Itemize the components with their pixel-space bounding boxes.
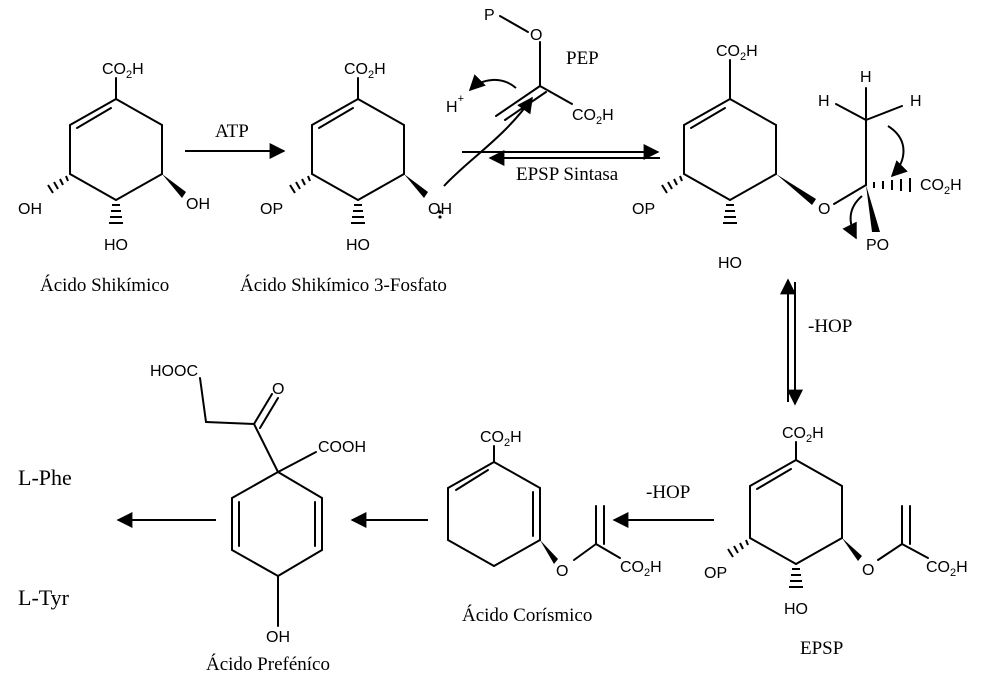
curved-arrow-nucleophile (443, 96, 533, 187)
hydroxyl-label: HO (784, 601, 808, 618)
hash-bond (289, 175, 365, 224)
hash-bond (47, 175, 123, 224)
shikimic-acid-structure (47, 77, 186, 224)
hydrogen-label: H (860, 69, 872, 86)
carboxyl-label: COOH (318, 439, 366, 456)
enzyme-epsp-synthase: EPSP Sintasa (516, 164, 619, 185)
phosphate-label: OP (632, 201, 655, 218)
carboxyl-label: CO2H (344, 61, 386, 81)
ketone-oxygen-label: O (272, 381, 284, 398)
carboxyl-label: CO2H (102, 61, 144, 81)
phosphate-label: OP (704, 565, 727, 582)
compound-name-pep: PEP (566, 48, 599, 69)
hydroxyl-label: OH (186, 196, 210, 213)
curved-arrow-proton (468, 74, 517, 92)
carboxyl-label: CO2H (920, 177, 962, 197)
hydroxyl-label: HO (346, 237, 370, 254)
carboxyl-label: CO2H (480, 429, 522, 449)
carboxyl-label: CO2H (716, 43, 758, 63)
hydrogen-label: H (910, 93, 922, 110)
wedge-bond (404, 174, 428, 198)
tetrahedral-intermediate-structure (661, 59, 911, 232)
hydroxyl-label: OH (266, 629, 290, 646)
reagent-hop: -HOP (646, 482, 690, 503)
proton-label: H+ (446, 93, 464, 116)
carboxyl-label: CO2H (782, 425, 824, 445)
carboxyl-label: CO2H (926, 559, 968, 579)
ether-oxygen-label: O (818, 201, 830, 218)
ether-oxygen-label: O (862, 562, 874, 579)
curved-arrow-leaving-group (842, 195, 863, 240)
curved-arrow-methyl (887, 125, 908, 178)
product-l-phe: L-Phe (18, 465, 72, 490)
hydroxyl-label: HO (104, 237, 128, 254)
ether-oxygen-label: O (556, 563, 568, 580)
phosphate-label: OP (260, 201, 283, 218)
carboxyl-label: CO2H (572, 107, 614, 127)
ether-oxygen-label: O (530, 27, 542, 44)
hydroxyl-label: HO (718, 255, 742, 272)
wedge-bond (866, 185, 880, 232)
compound-name-chorismic: Ácido Corísmico (462, 604, 592, 626)
lone-pair-dot (438, 210, 442, 214)
epsp-structure (727, 441, 929, 588)
carboxyl-label: CO2H (620, 559, 662, 579)
wedge-bond (842, 538, 862, 561)
phosphate-label: P (484, 7, 495, 24)
reagent-atp: ATP (215, 121, 249, 142)
reagent-hop: -HOP (808, 316, 852, 337)
prephenic-acid-structure (199, 377, 323, 627)
compound-name-s3p: Ácido Shikímico 3-Fosfato (240, 274, 447, 296)
hash-bond (727, 539, 803, 588)
product-l-tyr: L-Tyr (18, 585, 70, 610)
hydroxyl-label: OH (428, 201, 452, 218)
compound-name-prephenic: Ácido Preféníco (206, 653, 330, 675)
compound-name-shikimic: Ácido Shikímico (40, 274, 169, 296)
chorismic-acid-structure (447, 445, 621, 567)
wedge-bond (162, 174, 186, 198)
compound-name-epsp: EPSP (800, 638, 843, 659)
wedge-bond (540, 540, 558, 564)
hydroxyl-label: OH (18, 201, 42, 218)
phosphate-label: PO (866, 237, 889, 254)
wedge-bond (776, 174, 816, 205)
shikimate-3-phosphate-structure (289, 77, 442, 224)
hydrogen-label: H (818, 93, 830, 110)
carboxyl-label: HOOC (150, 363, 198, 380)
lone-pair-dot (438, 215, 442, 219)
hash-bond (661, 175, 911, 224)
